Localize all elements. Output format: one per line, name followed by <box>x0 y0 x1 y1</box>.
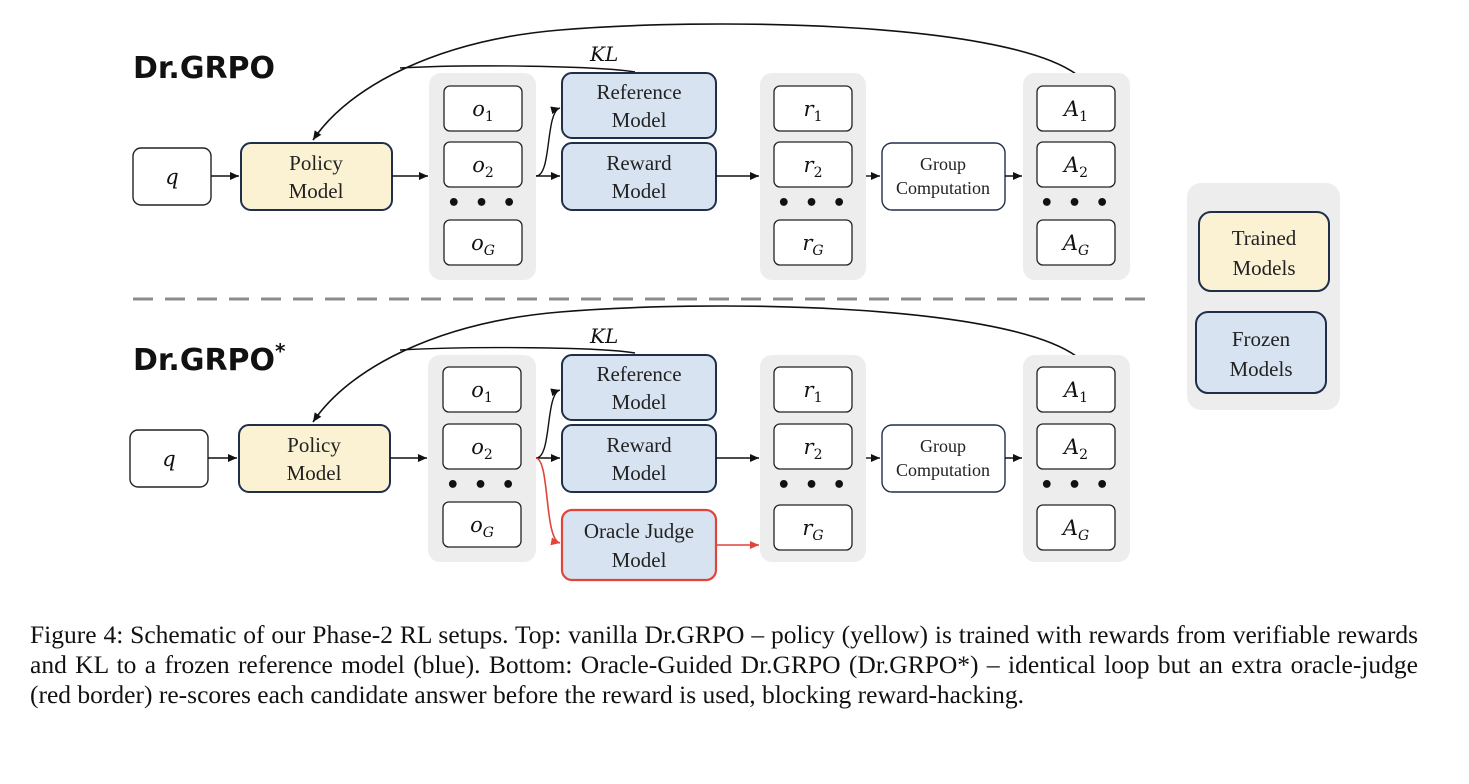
reference-label-2-2: Model <box>612 390 667 414</box>
reward-ellipsis-2: • • • <box>777 473 850 498</box>
reward-label-2-1: Reward <box>606 433 672 457</box>
kl-ref-line-2 <box>399 346 636 354</box>
group-label-2-2: Computation <box>896 460 990 480</box>
arrow-outputs-reference-2 <box>535 388 561 459</box>
reward-box-2 <box>773 141 853 188</box>
oracle-label-1: Oracle Judge <box>584 519 694 543</box>
kl-label: KL <box>589 42 618 66</box>
arrow-outputs-oracle <box>535 457 561 546</box>
legend-frozen-box <box>1195 311 1327 394</box>
reference-label-1: Reference <box>596 80 681 104</box>
output-box-2 <box>443 141 523 188</box>
policy-label-1: Policy <box>289 151 343 175</box>
advantage-label-2-g: AG <box>1061 516 1089 544</box>
reward-value-label-2: r2 <box>804 153 823 181</box>
query-label-2: q <box>162 447 175 471</box>
output-ellipsis: • • • <box>447 191 520 216</box>
output-label-2-g: oG <box>470 513 494 541</box>
output-label-1: o1 <box>472 97 494 125</box>
query-label: q <box>165 165 178 189</box>
legend-trained-label-1: Trained <box>1232 226 1297 250</box>
advantage-box-2-1 <box>1036 366 1116 413</box>
diagram: Dr.GRPO KL q Policy Model o1 o2 • • • oG… <box>129 23 1340 582</box>
kl-arrow-2 <box>312 305 1077 423</box>
advantage-box-2-g <box>1036 504 1116 551</box>
group-label-2-1: Group <box>920 436 966 456</box>
advantage-box-2-2 <box>1036 423 1116 470</box>
arrow-outputs-reference <box>535 106 561 177</box>
reward-box-2-g <box>773 504 853 551</box>
reward-value-label-g: rG <box>802 231 823 259</box>
output-box-1 <box>443 85 523 132</box>
reward-ellipsis: • • • <box>777 191 850 216</box>
advantage-box-g <box>1036 219 1116 266</box>
policy-label-2-1: Policy <box>287 433 341 457</box>
figure-caption: Figure 4: Schematic of our Phase-2 RL se… <box>30 620 1418 709</box>
section-title: Dr.GRPO <box>133 51 275 86</box>
reward-value-label-2-1: r1 <box>804 378 823 406</box>
advantage-box-2 <box>1036 141 1116 188</box>
reference-label-2-1: Reference <box>596 362 681 386</box>
section-top: Dr.GRPO KL q Policy Model o1 o2 • • • oG… <box>132 23 1130 280</box>
kl-label-2: KL <box>589 324 618 348</box>
output-ellipsis-2: • • • <box>446 473 519 498</box>
output-label-2-1: o1 <box>471 378 493 406</box>
output-box-2-2 <box>442 423 522 470</box>
kl-ref-line <box>399 65 636 73</box>
reward-label-2-2: Model <box>612 461 667 485</box>
reward-label-1: Reward <box>606 151 672 175</box>
legend: Trained Models Frozen Models <box>1187 183 1340 410</box>
output-label-2-2: o2 <box>471 435 493 463</box>
output-box-2-g <box>442 501 522 548</box>
reference-model-box <box>561 72 717 139</box>
advantage-ellipsis: • • • <box>1040 191 1113 216</box>
group-label-1: Group <box>920 154 966 174</box>
output-box-g <box>443 219 523 266</box>
reward-value-label-2-2: r2 <box>804 435 823 463</box>
output-box-2-1 <box>442 366 522 413</box>
reward-box-g <box>773 219 853 266</box>
group-label-2: Computation <box>896 178 990 198</box>
advantage-label-1: A1 <box>1062 97 1088 125</box>
reward-box-2-2 <box>773 423 853 470</box>
section-title-star: Dr.GRPO* <box>133 339 286 378</box>
legend-frozen-label-2: Models <box>1230 357 1293 381</box>
reward-label-2: Model <box>612 179 667 203</box>
oracle-label-2: Model <box>612 548 667 572</box>
reward-value-label-1: r1 <box>804 97 823 125</box>
reward-value-label-2-g: rG <box>802 516 823 544</box>
output-label-2: o2 <box>472 153 494 181</box>
advantage-label-g: AG <box>1061 231 1089 259</box>
advantage-box-1 <box>1036 85 1116 132</box>
reference-label-2: Model <box>612 108 667 132</box>
section-bottom: Dr.GRPO* KL q Policy Model o1 o2 • • • o… <box>129 305 1130 582</box>
reward-box-2-1 <box>773 366 853 413</box>
advantage-label-2: A2 <box>1062 153 1088 181</box>
policy-label-2: Model <box>289 179 344 203</box>
output-label-g: oG <box>471 231 495 259</box>
legend-trained-box <box>1198 211 1330 292</box>
reference-model-box-2 <box>561 354 717 421</box>
advantage-label-2-2: A2 <box>1062 435 1088 463</box>
legend-trained-label-2: Models <box>1233 256 1296 280</box>
reward-box-1 <box>773 85 853 132</box>
kl-arrow <box>312 23 1077 141</box>
policy-label-2-2: Model <box>287 461 342 485</box>
advantage-ellipsis-2: • • • <box>1040 473 1113 498</box>
advantage-label-2-1: A1 <box>1062 378 1088 406</box>
legend-frozen-label-1: Frozen <box>1232 327 1291 351</box>
